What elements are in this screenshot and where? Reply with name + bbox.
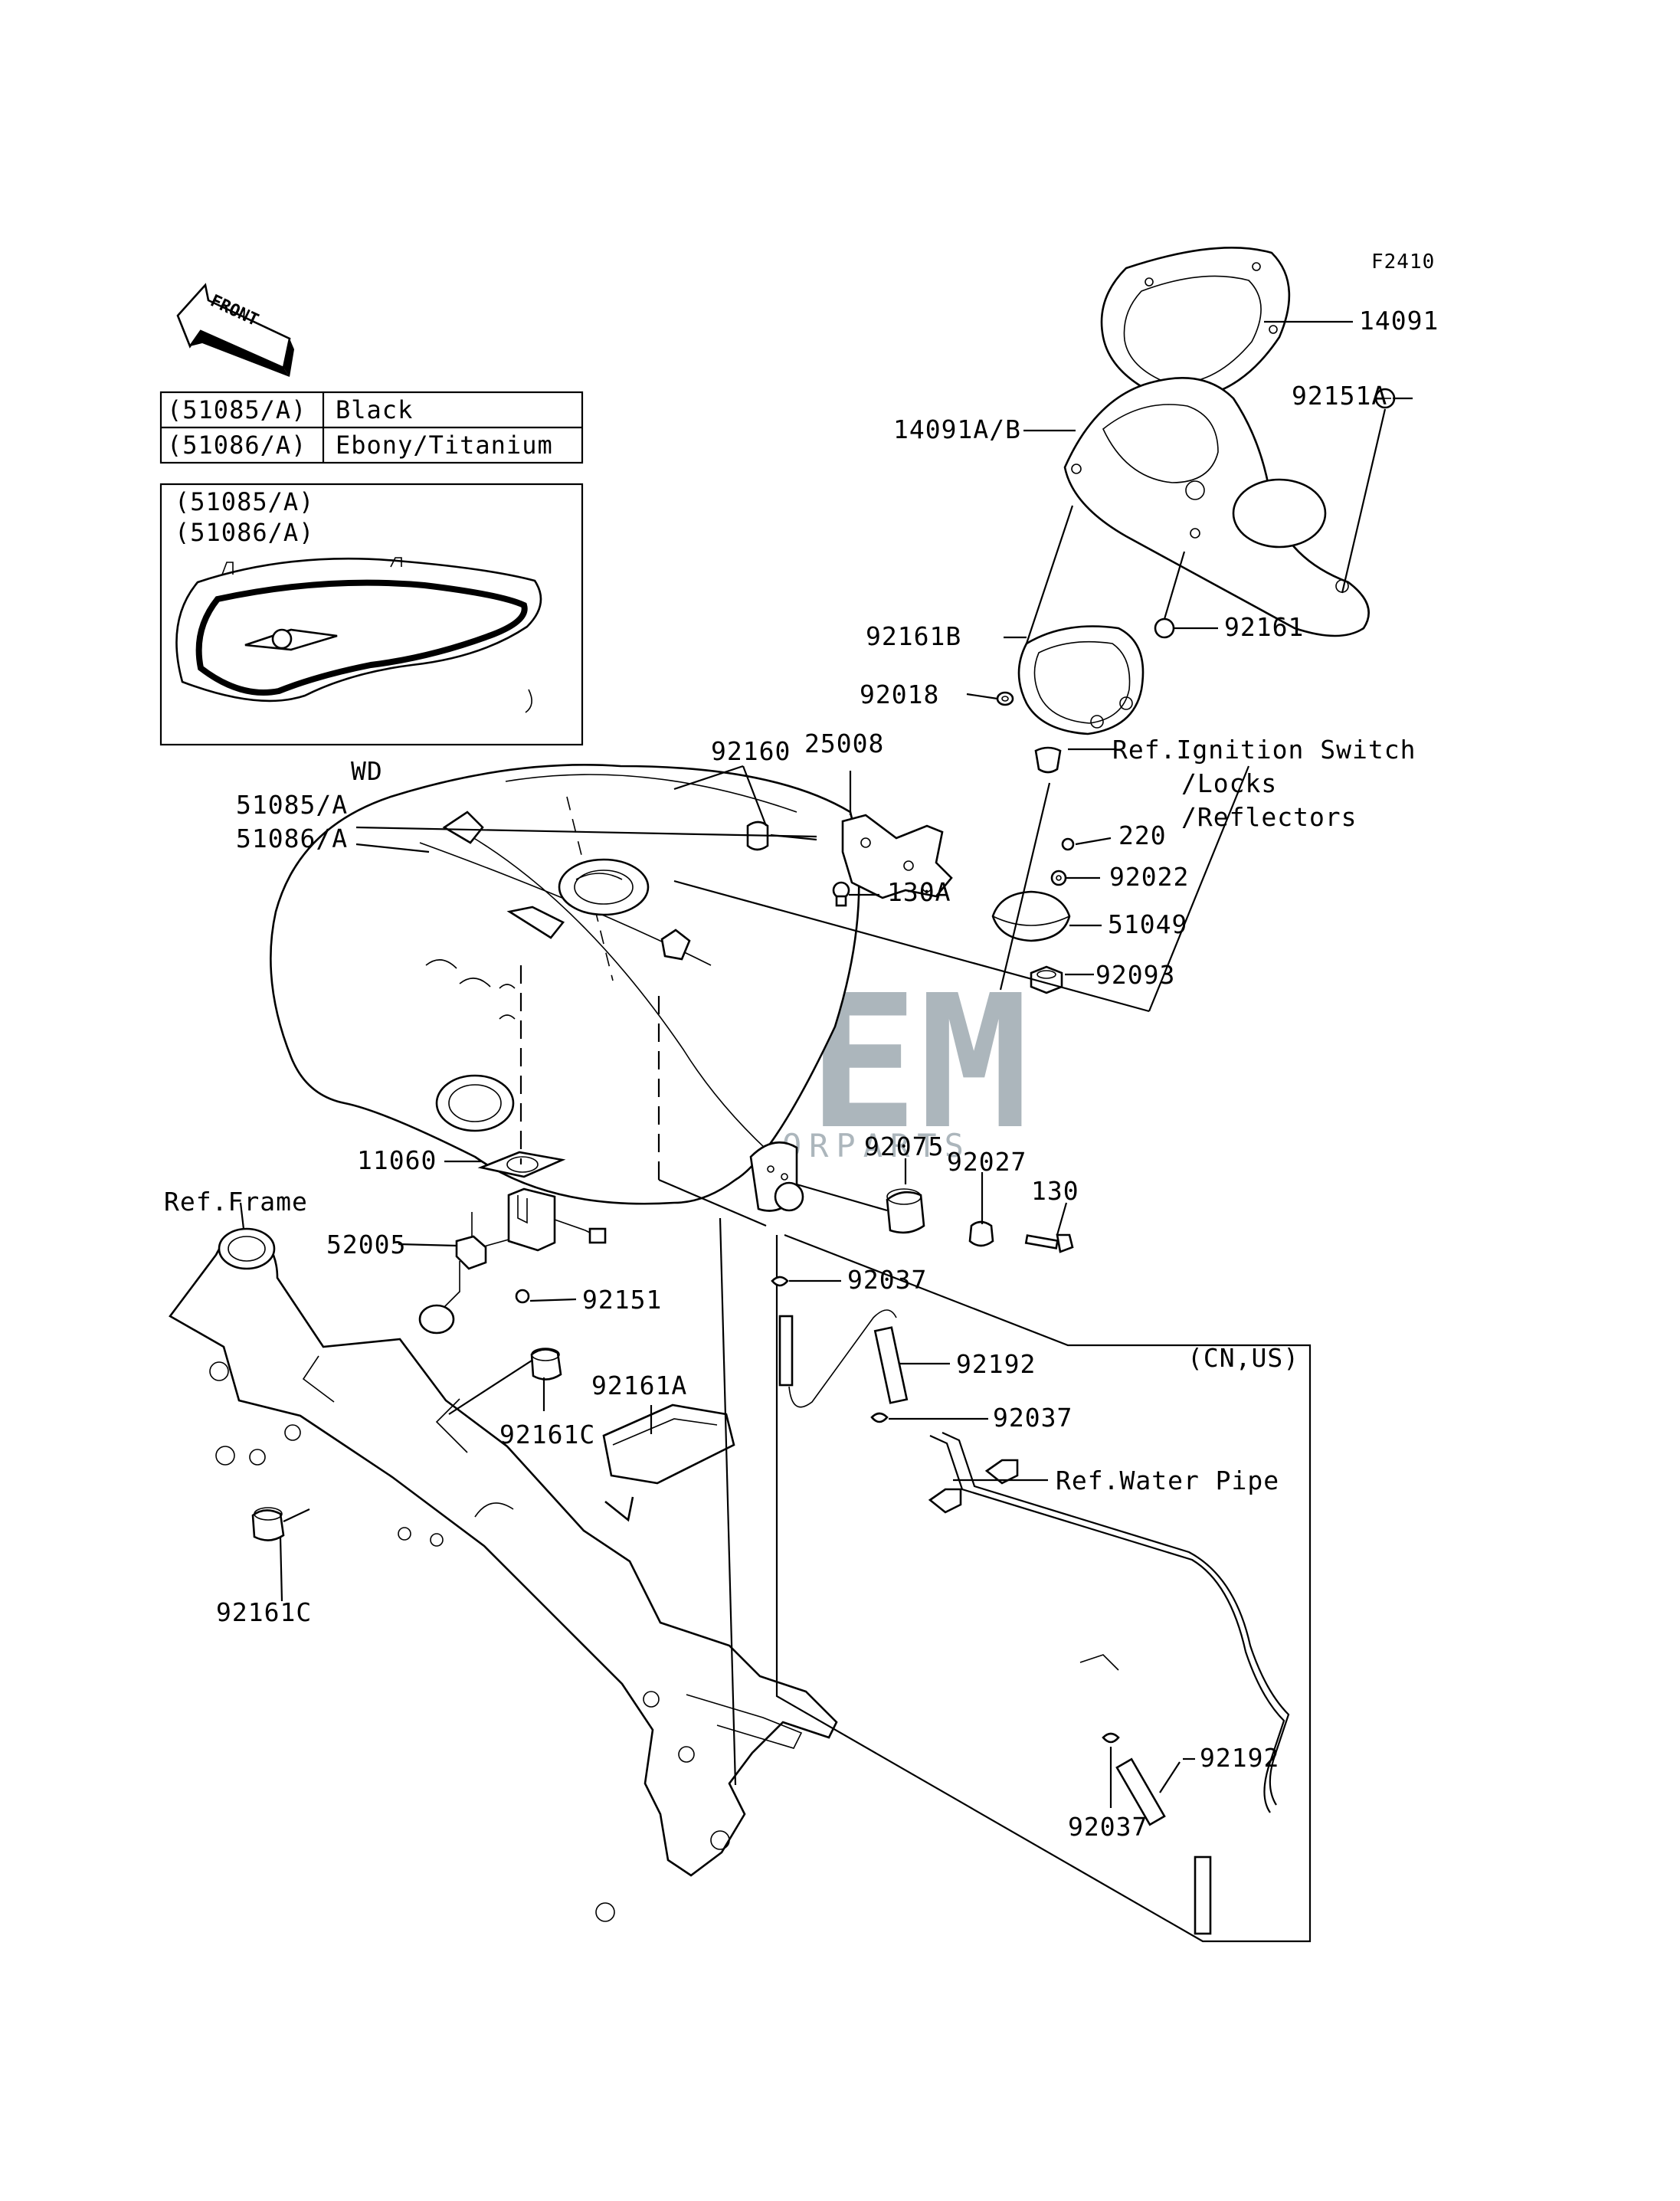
label-51049: 51049 (1108, 909, 1187, 939)
water-pipe (928, 1431, 1290, 1813)
label-92027: 92027 (947, 1147, 1027, 1177)
label-51085A: 51085/A (236, 790, 348, 820)
leader-lines (239, 320, 1413, 1808)
bolt-130-icon (1024, 1233, 1074, 1253)
inset-line1: (51085/A) (175, 487, 314, 516)
clip-92037-c-icon (1102, 1732, 1120, 1744)
label-ref-ignition-3: /Reflectors (1181, 802, 1357, 832)
washer-92018-icon (996, 691, 1014, 706)
label-ref-water-pipe: Ref.Water Pipe (1056, 1466, 1279, 1495)
clip-92037-b-icon (870, 1412, 889, 1423)
meter-gasket-14091 (1100, 247, 1291, 401)
color-table-row1-part: (51085/A) (167, 395, 306, 424)
inset-line2: (51086/A) (175, 518, 314, 547)
label-92037-b: 92037 (993, 1403, 1073, 1433)
label-92192-a: 92192 (956, 1349, 1036, 1379)
damper-92075-icon (886, 1188, 925, 1234)
label-92093: 92093 (1095, 960, 1175, 990)
clip-92037-a-icon (771, 1276, 789, 1287)
pad-92161A (602, 1403, 735, 1522)
bolt-220-icon (1061, 837, 1075, 851)
bracket-25008 (841, 814, 953, 899)
label-130A: 130A (887, 877, 951, 907)
front-arrow-icon: FRONT (176, 283, 294, 377)
label-wd: WD (351, 756, 383, 786)
label-92037-c: 92037 (1068, 1812, 1148, 1842)
meter-cover-14091AB (1063, 377, 1370, 637)
cn-us-region-box (775, 1233, 1312, 1943)
damper-92161C-upper-icon (530, 1348, 562, 1381)
label-130: 130 (1031, 1176, 1079, 1206)
hose-92192-a (778, 1309, 909, 1408)
label-14091: 14091 (1359, 306, 1439, 336)
color-table-row2-color: Ebony/Titanium (336, 431, 553, 460)
screw-92151-icon (515, 1289, 530, 1304)
label-92160: 92160 (711, 736, 791, 766)
bolt-130A-icon (832, 881, 850, 907)
label-52005: 52005 (326, 1230, 406, 1259)
label-11060: 11060 (357, 1145, 437, 1175)
part-labels: 14091 92151A 14091A/B 92161 92161B 92018… (164, 306, 1439, 1842)
label-92151A: 92151A (1292, 381, 1387, 411)
label-14091AB: 14091A/B (893, 414, 1021, 444)
cap-51049-icon (991, 890, 1071, 942)
label-ref-frame: Ref.Frame (164, 1187, 308, 1217)
label-92161B: 92161B (866, 621, 961, 651)
damper-92161C-lower-icon (251, 1507, 285, 1541)
fuel-pump-52005 (418, 1187, 607, 1335)
label-92151: 92151 (582, 1285, 662, 1315)
label-220: 220 (1118, 820, 1167, 850)
label-ref-ignition-2: /Locks (1181, 768, 1277, 798)
color-table-row2-part: (51086/A) (167, 431, 306, 460)
tank-decal-inset: (51085/A) (51086/A) (159, 483, 584, 746)
frame-ref (169, 1227, 838, 1922)
label-92161C-b: 92161C (216, 1597, 312, 1627)
grommet-92161-icon (1154, 617, 1175, 639)
label-25008: 25008 (804, 729, 884, 758)
color-table: (51085/A) Black (51086/A) Ebony/Titanium (159, 391, 584, 464)
meter-gasket-92161B (1017, 625, 1145, 735)
washer-92022-icon (1050, 870, 1067, 886)
hose-92192-b (1115, 1757, 1212, 1935)
label-92161: 92161 (1224, 612, 1304, 642)
color-table-row1-color: Black (336, 395, 413, 424)
label-92022: 92022 (1109, 862, 1189, 892)
label-92161A: 92161A (591, 1371, 687, 1400)
diagram-code: F2410 (1371, 251, 1435, 273)
label-92075: 92075 (864, 1132, 944, 1161)
label-51086A: 51086/A (236, 824, 348, 853)
label-92161C-a: 92161C (499, 1420, 595, 1449)
collar-92027-icon (968, 1220, 994, 1247)
label-ref-ignition-1: Ref.Ignition Switch (1112, 735, 1416, 765)
ignition-knob-icon (1034, 746, 1062, 774)
label-92018: 92018 (860, 680, 939, 709)
fuel-tank-51085 (270, 764, 860, 1212)
label-cn-us: (CN,US) (1187, 1343, 1299, 1373)
label-92192-b: 92192 (1200, 1743, 1279, 1773)
label-92037-a: 92037 (847, 1265, 927, 1295)
